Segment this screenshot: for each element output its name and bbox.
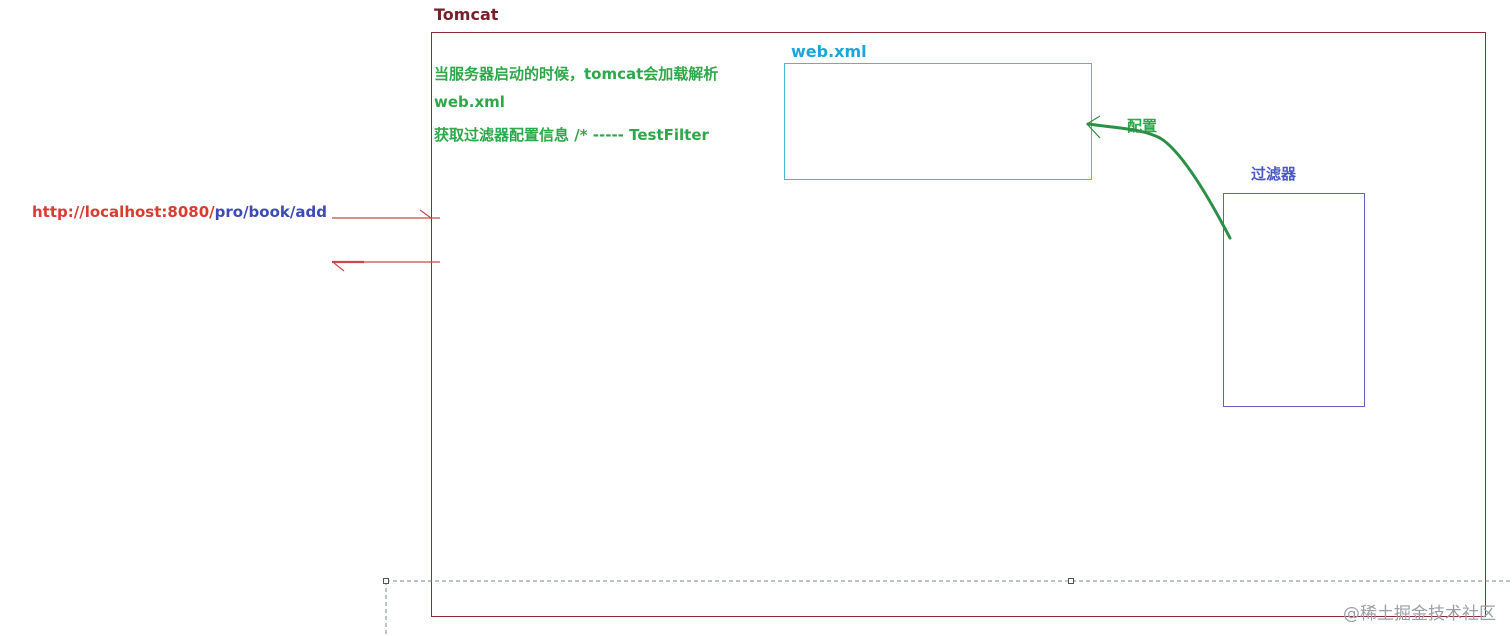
tomcat-title: Tomcat: [434, 5, 499, 24]
note-server-startup: 当服务器启动的时候，tomcat会加载解析: [434, 65, 719, 83]
request-arrow: [332, 209, 440, 219]
selection-outline: [383, 578, 1512, 636]
config-arrow: [1086, 115, 1232, 240]
watermark: @稀土掘金技术社区: [1343, 604, 1496, 624]
tomcat-container-box: [431, 32, 1486, 617]
request-url-host: http://localhost:8080/: [32, 203, 215, 221]
webxml-title: web.xml: [791, 42, 867, 61]
request-url: http://localhost:8080/pro/book/add: [32, 203, 327, 221]
note-web-xml: web.xml: [434, 93, 505, 111]
response-arrow: [332, 260, 440, 272]
filter-box: [1223, 193, 1365, 407]
filter-title: 过滤器: [1251, 165, 1297, 183]
note-filter-config: 获取过滤器配置信息 /* ----- TestFilter: [434, 126, 709, 144]
request-url-path: pro/book/add: [214, 203, 327, 221]
